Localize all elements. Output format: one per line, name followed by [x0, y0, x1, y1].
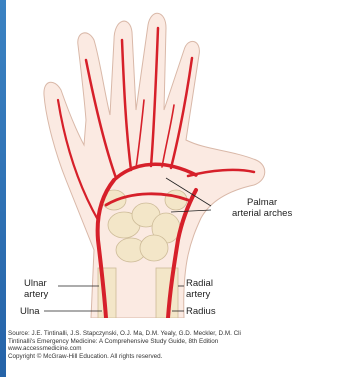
label-ulna: Ulna — [20, 306, 40, 317]
label-palmar-arches-line2: arterial arches — [232, 208, 292, 219]
label-ulnar-artery: Ulnar artery — [24, 278, 48, 300]
label-ulnar-artery-line2: artery — [24, 289, 48, 300]
caption-website: www.accessmedicine.com — [8, 345, 346, 353]
hand-arteries-illustration — [6, 0, 346, 318]
label-palmar-arches: Palmar arterial arches — [232, 197, 292, 219]
label-radius: Radius — [186, 306, 216, 317]
caption-source: Source: J.E. Tintinalli, J.S. Stapczynsk… — [8, 330, 346, 338]
label-radial-artery: Radial artery — [186, 278, 213, 300]
label-radial-artery-line1: Radial — [186, 278, 213, 289]
source-caption: Source: J.E. Tintinalli, J.S. Stapczynsk… — [8, 330, 346, 360]
figure-panel: Palmar arterial arches Ulnar artery Radi… — [6, 0, 346, 377]
caption-copyright: Copyright © McGraw-Hill Education. All r… — [8, 353, 346, 361]
caption-book: Tintinalli's Emergency Medicine: A Compr… — [8, 338, 346, 346]
label-radial-artery-line2: artery — [186, 289, 213, 300]
label-palmar-arches-line1: Palmar — [232, 197, 292, 208]
label-ulnar-artery-line1: Ulnar — [24, 278, 48, 289]
